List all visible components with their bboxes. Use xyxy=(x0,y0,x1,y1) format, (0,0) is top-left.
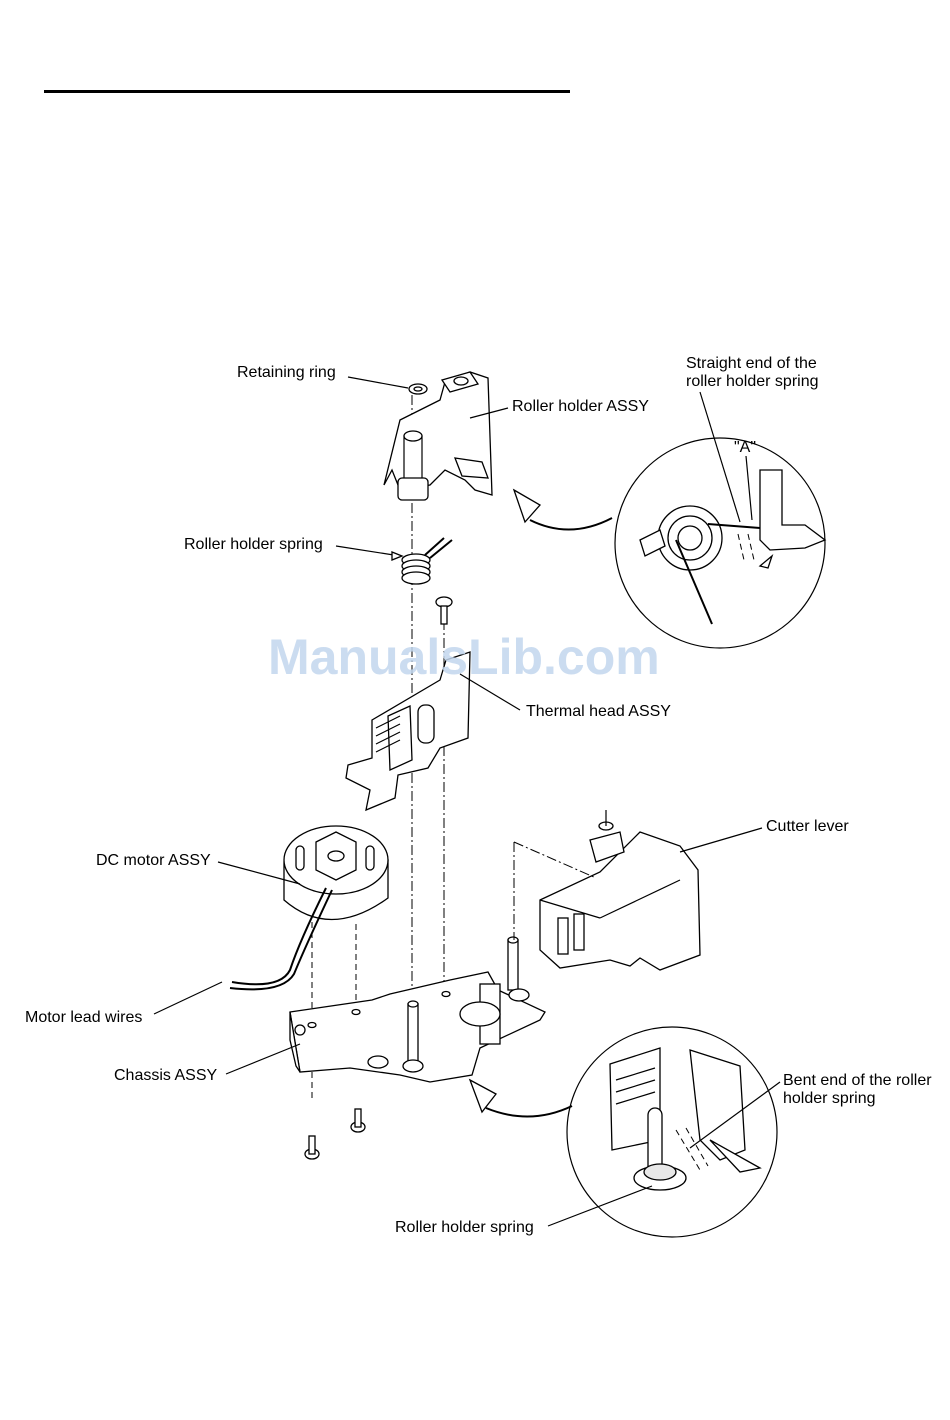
detail-circle-top xyxy=(615,438,825,648)
detail-circle-bottom xyxy=(567,1027,777,1237)
chassis-leader xyxy=(226,1044,300,1074)
detail-arrow-top xyxy=(530,518,612,530)
roller-holder-spring-leader xyxy=(336,546,400,556)
cutter-shaft-part xyxy=(508,937,529,1001)
retaining-ring-leader xyxy=(348,377,408,388)
roller-holder-assy-part xyxy=(384,372,492,500)
label-straight-end-2: roller holder spring xyxy=(686,373,819,391)
label-detail-a: "A" xyxy=(734,439,756,457)
watermark: ManualsLib.com xyxy=(268,628,660,686)
label-roller-holder-spring: Roller holder spring xyxy=(184,536,323,554)
cutter-lever-leader xyxy=(680,828,762,852)
label-bent-end-1: Bent end of the roller xyxy=(783,1072,932,1090)
motor-lead-wires-leader xyxy=(154,982,222,1014)
dc-motor-assy-part xyxy=(284,826,388,920)
label-dc-motor-assy: DC motor ASSY xyxy=(96,852,211,870)
roller-holder-spring-detail-leader xyxy=(548,1186,652,1226)
label-straight-end-1: Straight end of the xyxy=(686,355,817,373)
label-roller-holder-assy: Roller holder ASSY xyxy=(512,398,649,416)
label-roller-holder-spring-detail: Roller holder spring xyxy=(395,1219,534,1237)
top-screw-part xyxy=(436,597,452,624)
label-chassis-assy: Chassis ASSY xyxy=(114,1067,217,1085)
label-retaining-ring: Retaining ring xyxy=(237,364,336,382)
roller-holder-spring-part xyxy=(402,538,452,584)
straight-end-leader xyxy=(700,392,740,522)
label-thermal-head-assy: Thermal head ASSY xyxy=(526,703,671,721)
label-cutter-lever: Cutter lever xyxy=(766,818,849,836)
cutter-lever-part xyxy=(540,810,700,970)
bottom-screw-right-part xyxy=(351,1109,365,1132)
retaining-ring-part xyxy=(409,384,427,394)
bottom-screw-left-part xyxy=(305,1136,319,1159)
detail-a-leader xyxy=(746,456,752,520)
detail-arrow-bottom xyxy=(486,1106,572,1117)
label-motor-lead-wires: Motor lead wires xyxy=(25,1009,142,1027)
label-bent-end-2: holder spring xyxy=(783,1090,876,1108)
